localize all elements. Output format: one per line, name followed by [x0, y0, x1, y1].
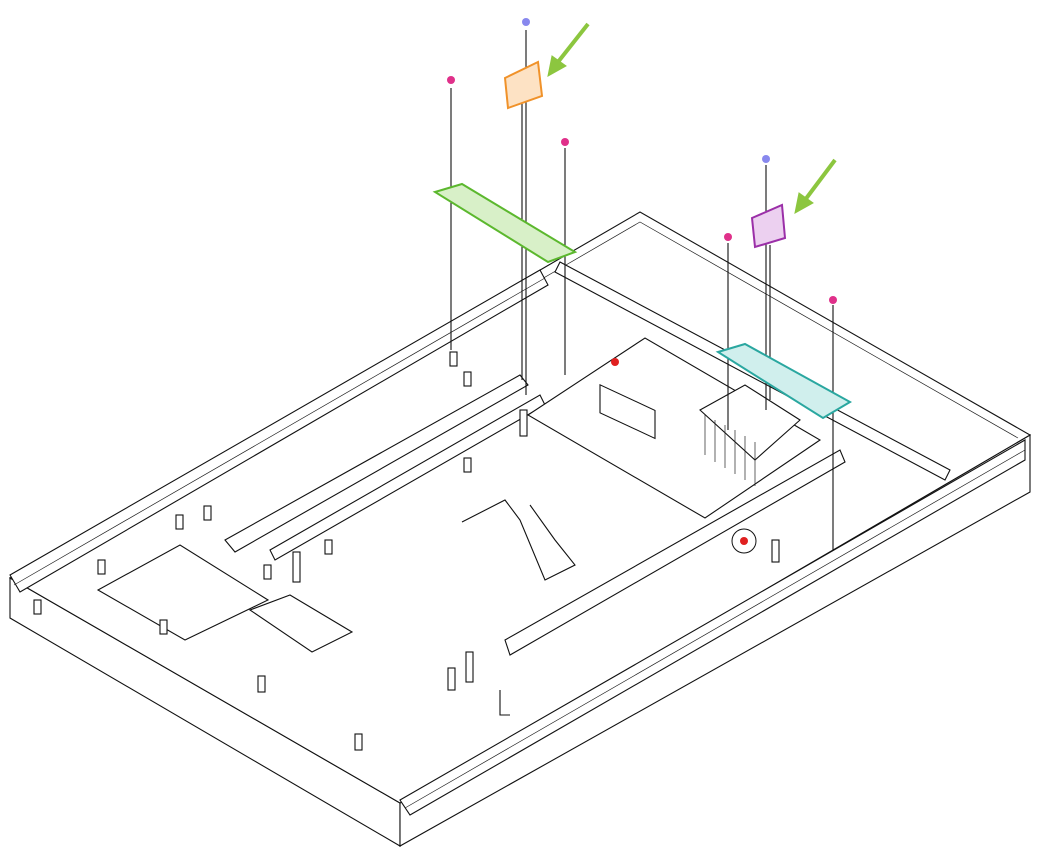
floor-pad-left — [96, 544, 270, 641]
arrow-icon — [803, 158, 837, 202]
floor-pad-right — [248, 594, 354, 653]
screw-icon — [829, 296, 837, 304]
chipset — [599, 383, 656, 440]
front-rail — [399, 439, 1026, 816]
screws — [447, 18, 837, 304]
screw-icon — [724, 233, 732, 241]
chassis — [8, 211, 1032, 847]
inner-rail-front — [504, 449, 846, 656]
left-riser-bracket — [432, 182, 578, 264]
left-rail — [9, 269, 549, 593]
right-riser-bracket — [715, 342, 853, 420]
screw-icon — [561, 138, 569, 146]
inner-rail-left — [224, 374, 529, 553]
arrow-icon — [556, 22, 590, 64]
screw-icon — [447, 76, 455, 84]
cpu-heatsink — [699, 384, 801, 461]
arrows — [547, 22, 837, 214]
heatsink-fins — [704, 415, 756, 486]
screw-icon — [762, 155, 770, 163]
right-card-plate — [750, 203, 787, 249]
motherboard — [526, 337, 822, 519]
screw-icon — [522, 18, 530, 26]
center-bracket — [461, 499, 576, 581]
standoffs — [33, 351, 780, 751]
left-card-plate — [503, 60, 544, 110]
